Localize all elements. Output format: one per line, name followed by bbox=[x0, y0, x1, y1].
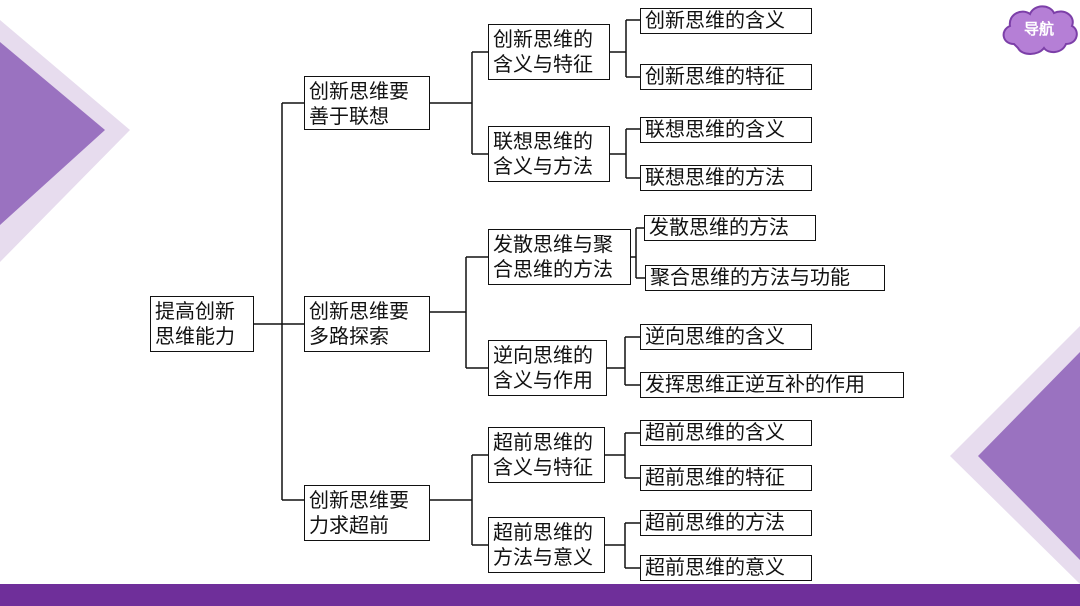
sub-node-3-2: 超前思维的方法与意义 bbox=[488, 517, 605, 573]
leaf-node: 发挥思维正逆互补的作用 bbox=[640, 372, 904, 398]
branch-node-3: 创新思维要力求超前 bbox=[304, 485, 430, 541]
cloud-icon bbox=[1002, 5, 1078, 55]
branch-label: 创新思维要多路探索 bbox=[309, 299, 409, 348]
leaf-node: 逆向思维的含义 bbox=[640, 324, 812, 350]
leaf-node: 创新思维的特征 bbox=[640, 64, 812, 90]
leaf-node: 发散思维的方法 bbox=[644, 215, 816, 241]
sub-label: 发散思维与聚合思维的方法 bbox=[493, 232, 613, 281]
leaf-label: 聚合思维的方法与功能 bbox=[650, 265, 850, 289]
leaf-label: 创新思维的含义 bbox=[645, 8, 785, 32]
sub-node-2-2: 逆向思维的含义与作用 bbox=[488, 340, 607, 396]
leaf-label: 创新思维的特征 bbox=[645, 64, 785, 88]
sub-label: 联想思维的含义与方法 bbox=[493, 129, 593, 178]
branch-node-2: 创新思维要多路探索 bbox=[304, 296, 430, 352]
leaf-label: 超前思维的意义 bbox=[645, 555, 785, 579]
root-label: 提高创新思维能力 bbox=[155, 299, 235, 348]
nav-label: 导航 bbox=[1023, 20, 1054, 38]
sub-node-3-1: 超前思维的含义与特征 bbox=[488, 427, 605, 483]
leaf-node: 超前思维的方法 bbox=[640, 510, 812, 536]
leaf-node: 超前思维的意义 bbox=[640, 555, 812, 581]
sub-node-1-2: 联想思维的含义与方法 bbox=[488, 126, 610, 182]
leaf-node: 超前思维的特征 bbox=[640, 465, 812, 491]
leaf-label: 超前思维的方法 bbox=[645, 510, 785, 534]
leaf-node: 创新思维的含义 bbox=[640, 8, 812, 34]
leaf-node: 聚合思维的方法与功能 bbox=[645, 265, 885, 291]
leaf-label: 超前思维的特征 bbox=[645, 465, 785, 489]
branch-node-1: 创新思维要善于联想 bbox=[304, 76, 430, 130]
branch-label: 创新思维要力求超前 bbox=[309, 488, 409, 537]
sub-label: 超前思维的方法与意义 bbox=[493, 520, 593, 569]
leaf-label: 发散思维的方法 bbox=[649, 215, 789, 239]
bottom-bar bbox=[0, 584, 1080, 606]
leaf-node: 联想思维的方法 bbox=[640, 165, 812, 191]
sub-label: 逆向思维的含义与作用 bbox=[493, 343, 593, 392]
leaf-label: 联想思维的含义 bbox=[645, 117, 785, 141]
leaf-label: 超前思维的含义 bbox=[645, 420, 785, 444]
sub-node-1-1: 创新思维的含义与特征 bbox=[488, 24, 610, 80]
right-triangle-dark bbox=[978, 352, 1080, 560]
leaf-label: 发挥思维正逆互补的作用 bbox=[645, 372, 865, 396]
sub-label: 超前思维的含义与特征 bbox=[493, 430, 593, 479]
left-triangle-dark bbox=[0, 42, 105, 225]
sub-label: 创新思维的含义与特征 bbox=[493, 27, 593, 76]
branch-label: 创新思维要善于联想 bbox=[309, 79, 409, 128]
leaf-node: 联想思维的含义 bbox=[640, 117, 812, 143]
leaf-label: 逆向思维的含义 bbox=[645, 324, 785, 348]
leaf-label: 联想思维的方法 bbox=[645, 165, 785, 189]
nav-button[interactable]: 导航 bbox=[998, 2, 1080, 58]
sub-node-2-1: 发散思维与聚合思维的方法 bbox=[488, 229, 631, 285]
root-node: 提高创新思维能力 bbox=[150, 296, 254, 352]
leaf-node: 超前思维的含义 bbox=[640, 420, 812, 446]
